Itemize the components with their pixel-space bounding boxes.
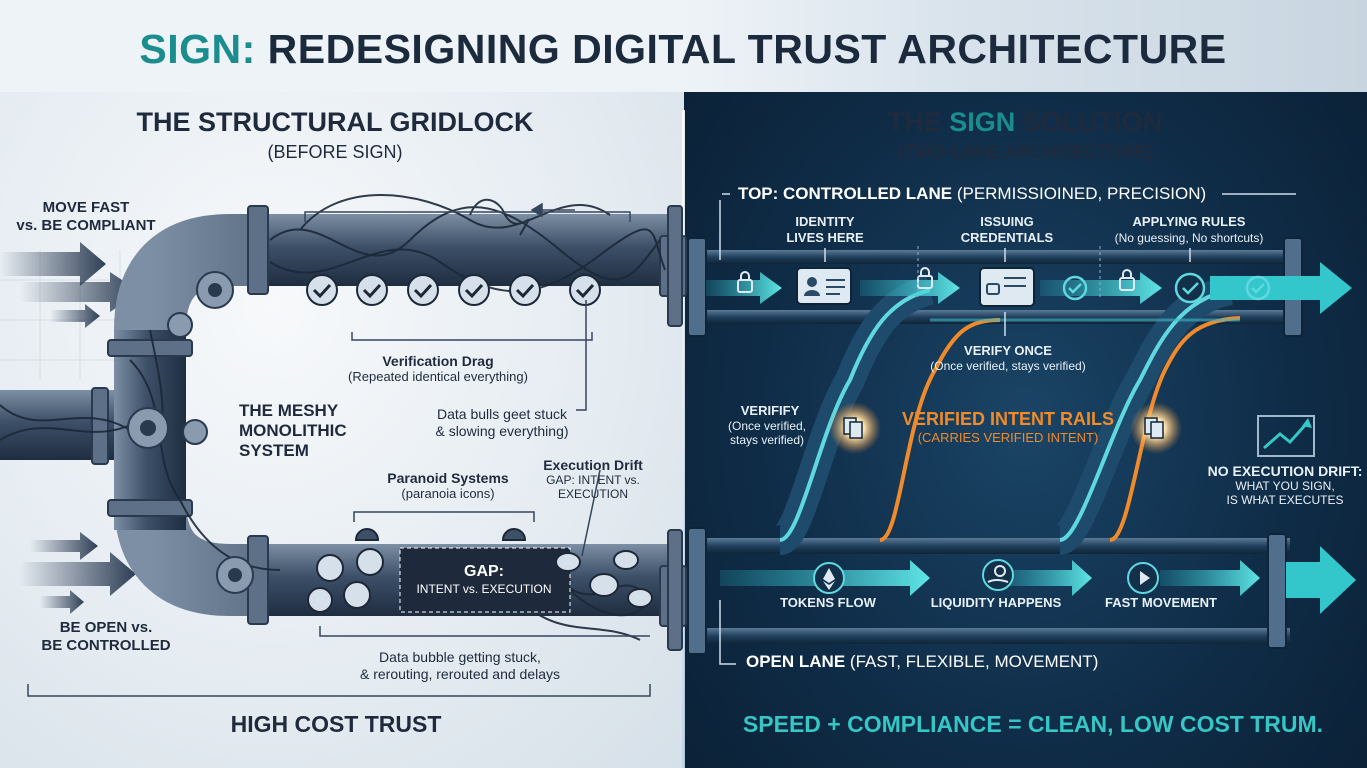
no-drift-line1: NO EXECUTION DRIFT:: [1207, 463, 1363, 479]
gridlock-pipe: [0, 194, 687, 651]
system-label-line3: SYSTEM: [239, 441, 309, 460]
id-card-icon: [796, 267, 852, 305]
verification-drag-title: Verification Drag: [382, 353, 494, 369]
tension-bottom-line1: BE OPEN vs.: [59, 619, 153, 636]
right-heading-post: SOLUTION: [1022, 107, 1163, 137]
tension-top-line2: vs. BE COMPLIANT: [16, 217, 156, 234]
open-lane-label-main: OPEN LANE: [746, 652, 846, 671]
verify-side-line2: stays verified): [729, 433, 805, 447]
chart-arrow-icon: [1257, 415, 1315, 457]
verify-side-line1: (Once verified,: [727, 419, 807, 433]
verified-intent-rails: [773, 275, 1241, 555]
play-icon: [1127, 562, 1159, 594]
open-lane-label: OPEN LANE (FAST, FLEXIBLE, MOVEMENT): [746, 652, 1098, 672]
no-drift-line3: IS WHAT EXECUTES: [1226, 493, 1344, 507]
paranoid-note: (paranoia icons): [401, 486, 495, 501]
flow-label-tokens: TOKENS FLOW: [780, 595, 876, 610]
ethereum-icon: [813, 562, 845, 594]
tension-top-line1: MOVE FAST: [42, 199, 130, 216]
top-flow-arrows: [706, 262, 1356, 614]
gap-title: GAP:: [464, 563, 504, 580]
system-label-line1: THE MESHY: [239, 401, 339, 420]
bubble-note-line2: & rerouting, rerouted and delays: [359, 666, 561, 682]
left-subheading: (BEFORE SIGN): [267, 142, 403, 162]
flow-label-liquidity: LIQUIDITY HAPPENS: [930, 595, 1062, 610]
rails-note: (CARRIES VERIFIED INTENT): [917, 430, 1099, 445]
bubble-note-line1: Data bubble getting stuck,: [379, 649, 541, 665]
right-heading-pre: THE: [887, 107, 942, 137]
verification-drag-note: (Repeated identical everything): [348, 369, 528, 384]
gear-icon: [127, 271, 254, 594]
tension-bottom-line2: BE CONTROLLED: [41, 637, 171, 654]
paranoid-title: Paranoid Systems: [387, 470, 509, 486]
panel-divider: [682, 110, 685, 768]
stage-rules-line1: APPLYING RULES: [1132, 214, 1246, 229]
left-brackets: [27, 202, 651, 697]
drift-line2: EXECUTION: [557, 487, 629, 501]
chat-bubble-icon: [555, 550, 653, 608]
right-footer: SPEED + COMPLIANCE = CLEAN, LOW COST TRU…: [742, 711, 1324, 737]
incoming-arrows: [0, 242, 140, 614]
right-brackets: [719, 193, 1296, 665]
drift-title: Execution Drift: [543, 457, 643, 473]
drift-line1: GAP: INTENT vs.: [546, 473, 640, 487]
credential-icon: [979, 267, 1035, 307]
verify-side-title: VERIFIFY: [740, 403, 800, 418]
top-lane-label-main: TOP: CONTROLLED LANE: [738, 184, 953, 203]
stage-identity-line2: LIVES HERE: [786, 230, 864, 245]
coin-hand-icon: [982, 559, 1014, 591]
no-drift-line2: WHAT YOU SIGN,: [1235, 479, 1335, 493]
document-icon: [843, 417, 1164, 439]
stuck-note-line2: & slowing everything): [435, 423, 569, 439]
rails-title: VERIFIED INTENT RAILS: [901, 409, 1115, 429]
flow-label-movement: FAST MOVEMENT: [1105, 595, 1217, 610]
verify-once-note: (Once verified, stays verified): [930, 359, 1086, 373]
checkmark-icon: [1062, 272, 1271, 304]
left-footer: HIGH COST TRUST: [230, 711, 442, 737]
title-band: [0, 0, 1367, 92]
stage-identity-line1: IDENTITY: [795, 214, 855, 229]
right-heading: THE SIGN SOLUTION: [888, 107, 1163, 138]
right-heading-accent: SIGN: [949, 107, 1016, 137]
open-lane-label-paren: (FAST, FLEXIBLE, MOVEMENT): [849, 652, 1099, 671]
left-heading: THE STRUCTURAL GRIDLOCK: [136, 107, 534, 137]
gap-note: INTENT vs. EXECUTION: [416, 582, 552, 596]
stage-credentials-line1: ISSUING: [980, 214, 1034, 229]
warning-face-icon: [307, 548, 384, 613]
stuck-note-line1: Data bulls geet stuck: [437, 406, 567, 422]
stage-rules-line2: (No guessing, No shortcuts): [1114, 231, 1264, 245]
stage-credentials-line2: CREDENTIALS: [960, 230, 1054, 245]
title-prefix: SIGN:: [139, 26, 256, 72]
right-subheading: (TWO-LANE ARCHITECTURE): [897, 142, 1153, 162]
page-title: SIGN: REDESIGNING DIGITAL TRUST ARCHITEC…: [139, 26, 1226, 73]
system-label-line2: MONOLITHIC: [239, 421, 347, 440]
checkmark-icon: [306, 274, 601, 306]
top-lane-label-paren: (PERMISSIOINED, PRECISION): [956, 184, 1207, 203]
top-lane-label: TOP: CONTROLLED LANE (PERMISSIOINED, PRE…: [738, 184, 1206, 204]
title-rest: REDESIGNING DIGITAL TRUST ARCHITECTURE: [267, 26, 1227, 72]
verify-once-title: VERIFY ONCE: [964, 343, 1052, 358]
